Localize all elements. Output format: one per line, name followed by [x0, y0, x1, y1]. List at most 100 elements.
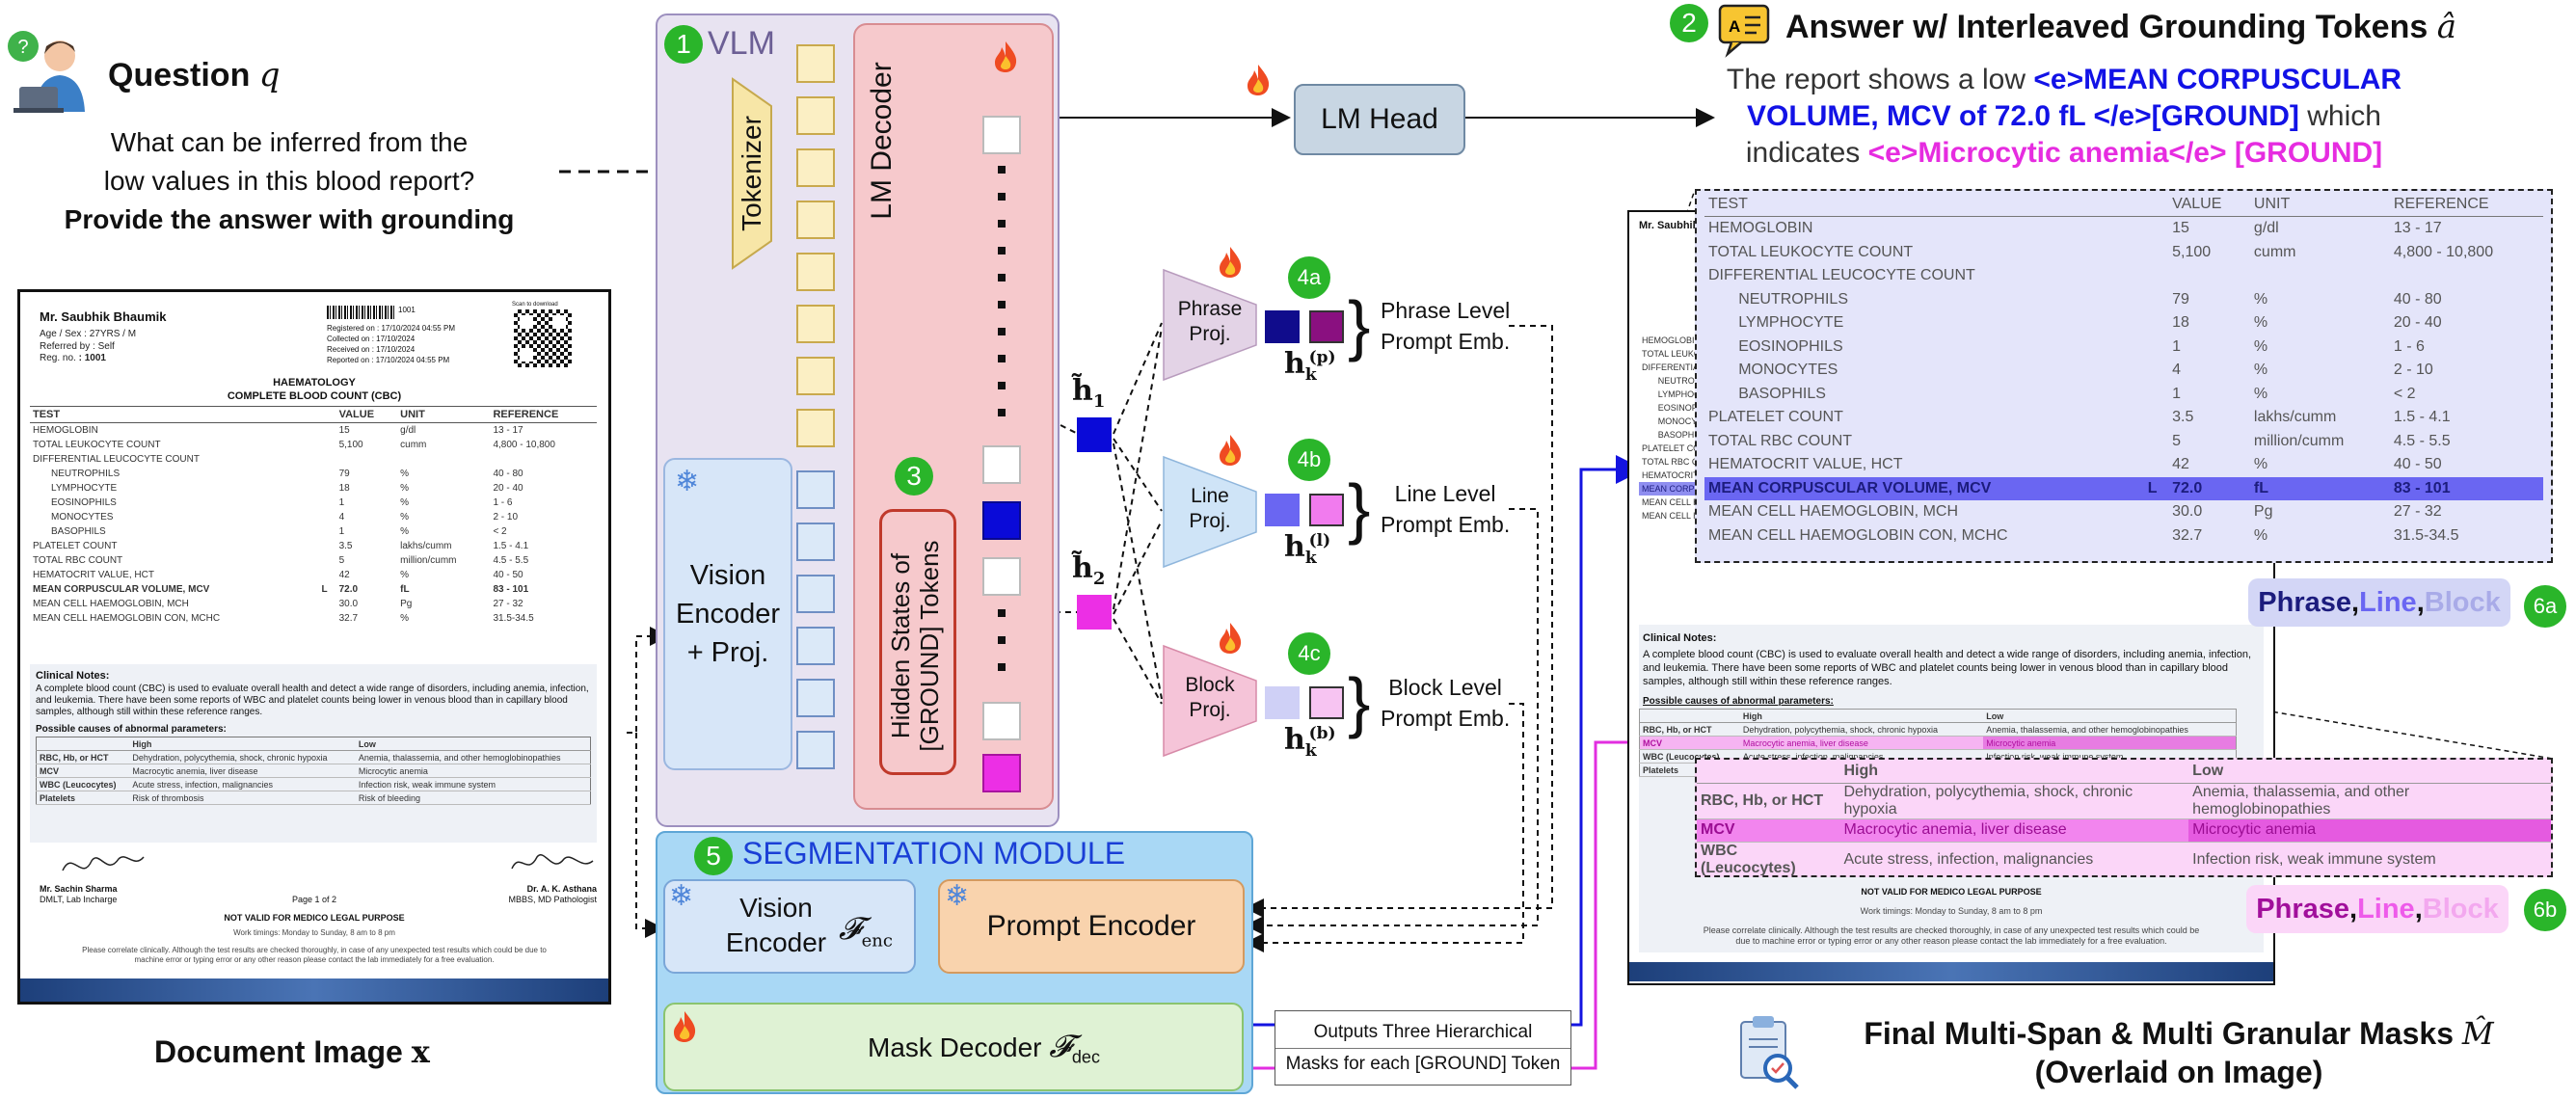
answer-title: Answer w/ Interleaved Grounding Tokens â	[1785, 8, 2457, 46]
hidden-states-label: Hidden States of [GROUND] Tokens	[886, 540, 944, 752]
decoder-token	[982, 445, 1021, 484]
prompt-encoder: Prompt Encoder	[938, 879, 1245, 974]
badge-2: 2	[1670, 4, 1708, 42]
phrase-emb-token-2	[1309, 310, 1344, 343]
report-search-icon	[1735, 1014, 1803, 1091]
text-token	[796, 201, 835, 239]
tokenizer: Tokenizer	[731, 77, 773, 270]
ellipsis-dot	[998, 328, 1006, 335]
lm-head-trainable-icon	[1246, 64, 1271, 96]
footer-title: NOT VALID FOR MEDICO LEGAL PURPOSE	[224, 913, 405, 923]
seg-vision-frozen-icon: ❄	[669, 880, 694, 912]
block-emb-brace: }	[1348, 664, 1371, 739]
lm-decoder-label: LM Decoder	[866, 62, 898, 220]
person-icon: ?	[4, 27, 93, 116]
ellipsis-dot	[998, 636, 1006, 644]
legend-6a: Phrase, Line, Block	[2248, 578, 2510, 627]
text-token	[796, 148, 835, 187]
vlm-title: VLM	[708, 25, 775, 62]
ellipsis-dot	[998, 301, 1006, 308]
signer-1: Mr. Sachin Sharma DMLT, Lab Incharge	[40, 884, 118, 904]
patient-name: Mr. Saubhik Bhaumik	[40, 309, 167, 324]
barcode	[327, 306, 394, 319]
outputs-box: Outputs Three Hierarchical Masks for eac…	[1275, 1010, 1571, 1086]
answer-icon: A	[1716, 2, 1772, 58]
line-trainable-icon	[1218, 434, 1243, 467]
badge-3: 3	[895, 457, 933, 496]
patient-info: Age / Sex : 27YRS / M Referred by : Self…	[40, 329, 137, 363]
line-emb-h: hk(l)	[1284, 530, 1331, 568]
image-token	[796, 523, 835, 561]
badge-1: 1	[664, 25, 703, 64]
seg-title: SEGMENTATION MODULE	[742, 836, 1126, 871]
ground-token-blue	[982, 501, 1021, 540]
badge-6a: 6a	[2524, 585, 2566, 628]
text-token	[796, 44, 835, 83]
question-text: What can be inferred from the low values…	[64, 127, 515, 234]
mask-decoder: Mask Decoder 𝓕dec	[663, 1003, 1244, 1091]
ellipsis-dot	[998, 166, 1006, 174]
overlay-footer-band	[1629, 962, 2273, 981]
ellipsis-dot	[998, 409, 1006, 416]
text-token	[796, 357, 835, 395]
block-emb-token-1	[1265, 686, 1300, 719]
ellipsis-dot	[998, 274, 1006, 281]
page-number: Page 1 of 2	[291, 895, 337, 904]
line-emb-token-1	[1265, 494, 1300, 526]
qr-label: Scan to download	[512, 302, 558, 308]
badge-4b: 4b	[1288, 439, 1330, 481]
hidden-states-box	[879, 509, 956, 775]
phrase-emb-h: hk(p)	[1284, 347, 1336, 385]
document-caption: Document Image x	[154, 1033, 430, 1070]
causes-row: WBC (Leucocytes)Acute stress, infection,…	[1697, 842, 2551, 875]
table-row: DIFFERENTIAL LEUCOCYTE COUNT	[1708, 267, 1975, 284]
table-row: DIFFERENTIAL LEUCOCYTE COUNT	[33, 454, 200, 465]
svg-text:A: A	[1729, 17, 1740, 36]
text-token	[796, 253, 835, 291]
lm-head: LM Head	[1294, 84, 1465, 155]
h2-label: h̃2	[1072, 551, 1106, 589]
ellipsis-dot	[998, 355, 1006, 362]
section-title: HAEMATOLOGY	[273, 377, 356, 389]
frozen-icon: ❄	[675, 466, 700, 497]
ground-token-pink	[982, 754, 1021, 792]
prompt-frozen-icon: ❄	[945, 880, 970, 912]
image-token	[796, 731, 835, 769]
question-title: Question q	[108, 56, 281, 94]
h1-token	[1077, 417, 1112, 452]
causes-row: WBC (Leucocytes)Acute stress, infection,…	[36, 777, 591, 791]
badge-4c: 4c	[1288, 632, 1330, 675]
badge-6b: 6b	[2524, 889, 2566, 931]
qr-code	[514, 309, 572, 367]
answer-text: The report shows a low <e>MEAN CORPUSCUL…	[1726, 64, 2402, 169]
ellipsis-dot	[998, 382, 1006, 389]
legend-6b: Phrase, Line, Block	[2246, 885, 2509, 933]
footer-band	[20, 978, 608, 1002]
